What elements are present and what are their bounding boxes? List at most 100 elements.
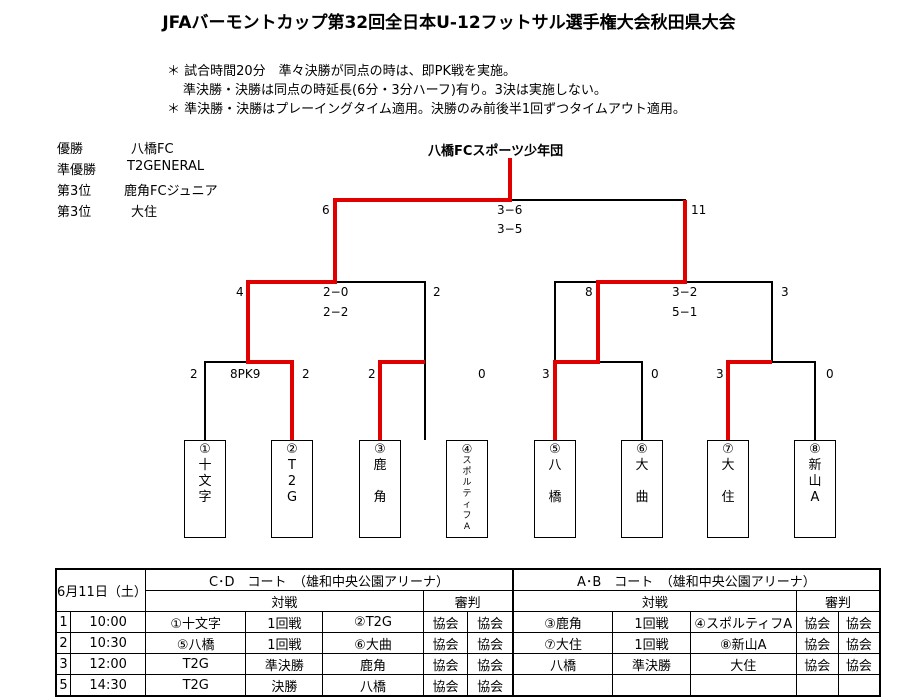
team-away: 八橋 [322,674,424,697]
team-char: 橋 [548,490,562,505]
qf4-right-line [728,361,816,440]
team-number: ⑤ [549,442,561,457]
team-home: ③鹿角 [511,611,614,633]
sf1-left-score: 4 [236,285,244,299]
qf2-left-score: 2 [368,367,376,381]
sf1-right-line [335,281,426,362]
referee: 協会 [837,653,881,675]
team-number: ⑥ [636,442,648,457]
final-right-score: 11 [691,203,707,217]
team-box-4: ④ ス ポ ル テ ィ フ A [446,440,488,538]
round: 準決勝 [245,653,324,675]
result-team: T2GENERAL [127,159,205,174]
team-box-2: ② T 2 G [271,440,313,538]
schedule-date: 6月11日（土） [55,568,147,612]
team-char: 山 [808,474,822,489]
team-char: 新 [808,458,822,473]
referee: 協会 [467,653,514,675]
winner-path-kazuno [378,360,425,440]
team-home: 八橋 [511,653,614,675]
qf1-pk-score: 8PK9 [230,367,261,381]
round [612,674,691,697]
note-line-3: ＊ 準決勝・決勝はプレーイングタイム適用。決勝のみ前後半1回ずつタイムアウト適用… [167,102,686,117]
referee [837,674,881,697]
sf1-right-score: 2 [433,285,441,299]
court-2-header: A･B コート （雄和中央公園アリーナ） [511,568,881,591]
match-time: 14:30 [70,674,147,697]
team-away: 大住 [689,653,797,675]
team-char: テ [462,489,472,499]
referee: 協会 [795,653,839,675]
result-team: 八橋FC [131,142,174,157]
referee: 協会 [422,674,469,697]
result-place: 優勝 [57,142,84,157]
round: 1回戦 [612,632,691,654]
qf4-left-score: 3 [716,367,724,381]
team-char: 住 [721,490,735,505]
qf4-right-score: 0 [826,367,834,381]
final-score-1: 3−6 [497,203,523,217]
team-char: ル [462,478,472,488]
match-time: 10:00 [70,611,147,633]
team-number: ④ [461,442,473,456]
sf2-score-1: 3−2 [672,285,698,299]
note-line-1: ＊ 試合時間20分 準々決勝が同点の時は、即PK戦を実施。 [167,64,517,79]
qf1-right-score: 2 [302,367,310,381]
team-char: 十 [198,458,212,473]
referee: 協会 [837,632,881,654]
schedule-header-row: 6月11日（土） C･D コート （雄和中央公園アリーナ） A･B コート （雄… [55,568,881,612]
team-number: ③ [374,442,386,457]
team-home: T2G [145,674,247,697]
referee: 協会 [467,611,514,633]
team-box-7: ⑦ 大 住 [707,440,749,538]
qf2-right-line [380,361,426,440]
referee: 協会 [467,674,514,697]
referee: 協会 [422,653,469,675]
match-no: 1 [55,611,72,633]
qf1-left-score: 2 [190,367,198,381]
qf2-right-score: 0 [478,367,486,381]
sf2-score-2: 5−1 [672,305,698,319]
team-box-6: ⑥ 大 曲 [621,440,663,538]
referee: 協会 [467,632,514,654]
bracket-lines [204,158,816,440]
round: 決勝 [245,674,324,697]
match-time: 10:30 [70,632,147,654]
team-char: T [288,458,296,473]
team-away: ⑧新山A [689,632,797,654]
sf1-score-2: 2−2 [323,305,349,319]
final-right-line [510,199,686,282]
team-home: ⑦大住 [511,632,614,654]
result-team: 大住 [131,205,158,220]
round: 1回戦 [245,632,324,654]
match-header: 対戦 [145,590,424,612]
match-header: 対戦 [511,590,797,612]
team-away [689,674,797,697]
referee: 協会 [795,611,839,633]
sf2-left-score: 8 [585,285,593,299]
referee-header: 審判 [422,590,514,612]
team-char: 字 [198,490,212,505]
round: 1回戦 [612,611,691,633]
qf1-left-line [204,361,248,440]
team-char: 2 [287,474,297,489]
team-char: G [286,490,298,505]
team-box-8: ⑧ 新 山 A [794,440,836,538]
team-char: ス [462,456,472,466]
match-no: 2 [55,632,72,654]
champion-label: 八橋FCスポーツ少年団 [428,144,564,159]
final-left-score: 6 [322,203,330,217]
team-away: ④スポルティフA [689,611,797,633]
winner-path-t2g [246,158,512,440]
table-row: 1 10:00 ①十文字 1回戦 ②T2G 協会 協会 ③鹿角 1回戦 ④スポル… [55,611,881,633]
page-title: JFAバーモントカップ第32回全日本U-12フットサル選手権大会秋田県大会 [162,13,736,33]
team-box-5: ⑤ 八 橋 [534,440,576,538]
team-box-1: ① 十 文 字 [184,440,226,538]
referee-header: 審判 [795,590,881,612]
table-row: 2 10:30 ⑤八橋 1回戦 ⑥大曲 協会 協会 ⑦大住 1回戦 ⑧新山A 協… [55,632,881,654]
team-away: ⑥大曲 [322,632,424,654]
sf2-left-line [554,281,685,362]
match-time: 12:00 [70,653,147,675]
referee [795,674,839,697]
team-char: 大 [635,458,649,473]
